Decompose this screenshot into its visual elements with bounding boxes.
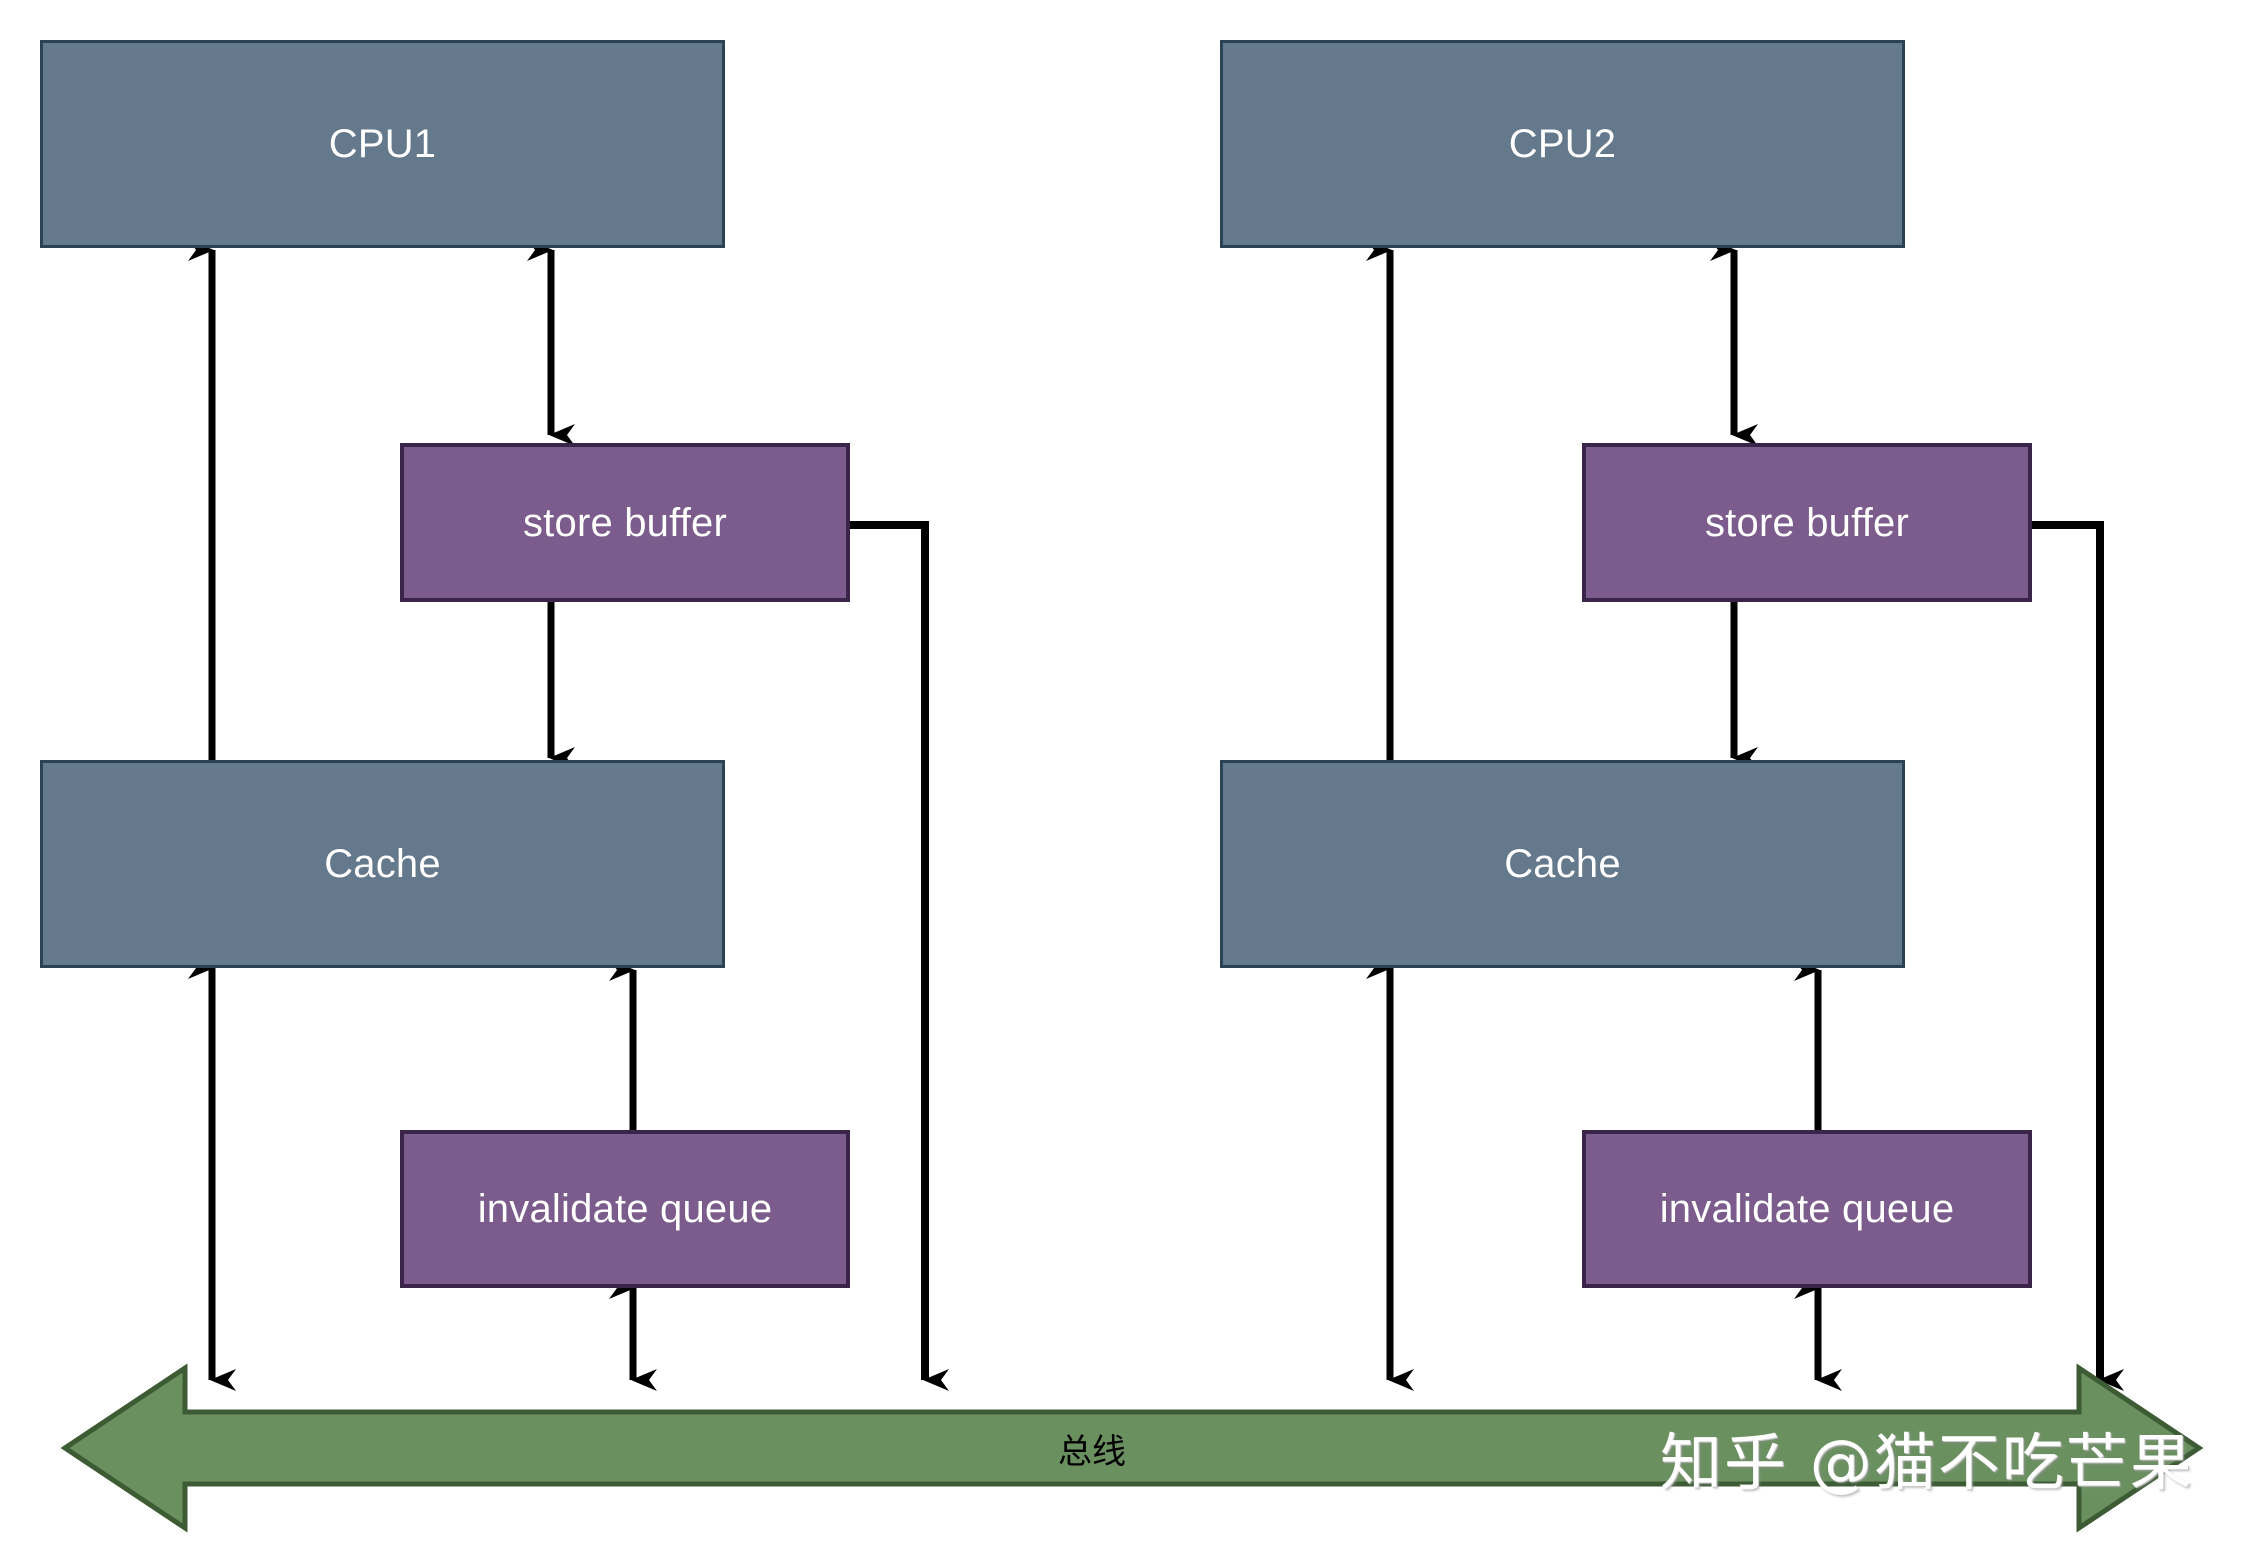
cpu1-box[interactable]: CPU1 xyxy=(40,40,725,248)
invalidate-queue-2-box[interactable]: invalidate queue xyxy=(1582,1130,2032,1288)
cache2-box[interactable]: Cache xyxy=(1220,760,1905,968)
store-buffer-2-label: store buffer xyxy=(1704,500,1909,545)
invalidate-queue-1-box[interactable]: invalidate queue xyxy=(400,1130,850,1288)
bus-arrow xyxy=(60,1363,2204,1533)
cpu2-label: CPU2 xyxy=(1508,122,1617,166)
connector-storebuffer1-bus xyxy=(848,521,949,1391)
store-buffer-2-box[interactable]: store buffer xyxy=(1582,443,2032,602)
store-buffer-1-label: store buffer xyxy=(522,500,727,545)
invalidate-queue-1-label: invalidate queue xyxy=(477,1187,773,1231)
connector-storebuffer2-bus xyxy=(2022,521,2124,1391)
invalidate-queue-2-label: invalidate queue xyxy=(1659,1187,1955,1231)
store-buffer-1-box[interactable]: store buffer xyxy=(400,443,850,602)
cache1-box[interactable]: Cache xyxy=(40,760,725,968)
watermark-text: 知乎 @猫不吃芒果 xyxy=(1660,1426,2194,1499)
bus-label: 总线 xyxy=(1058,1432,1126,1472)
cache1-label: Cache xyxy=(324,842,441,886)
cpu2-box[interactable]: CPU2 xyxy=(1220,40,1905,248)
cpu1-label: CPU1 xyxy=(328,122,437,166)
cache2-label: Cache xyxy=(1504,842,1621,886)
